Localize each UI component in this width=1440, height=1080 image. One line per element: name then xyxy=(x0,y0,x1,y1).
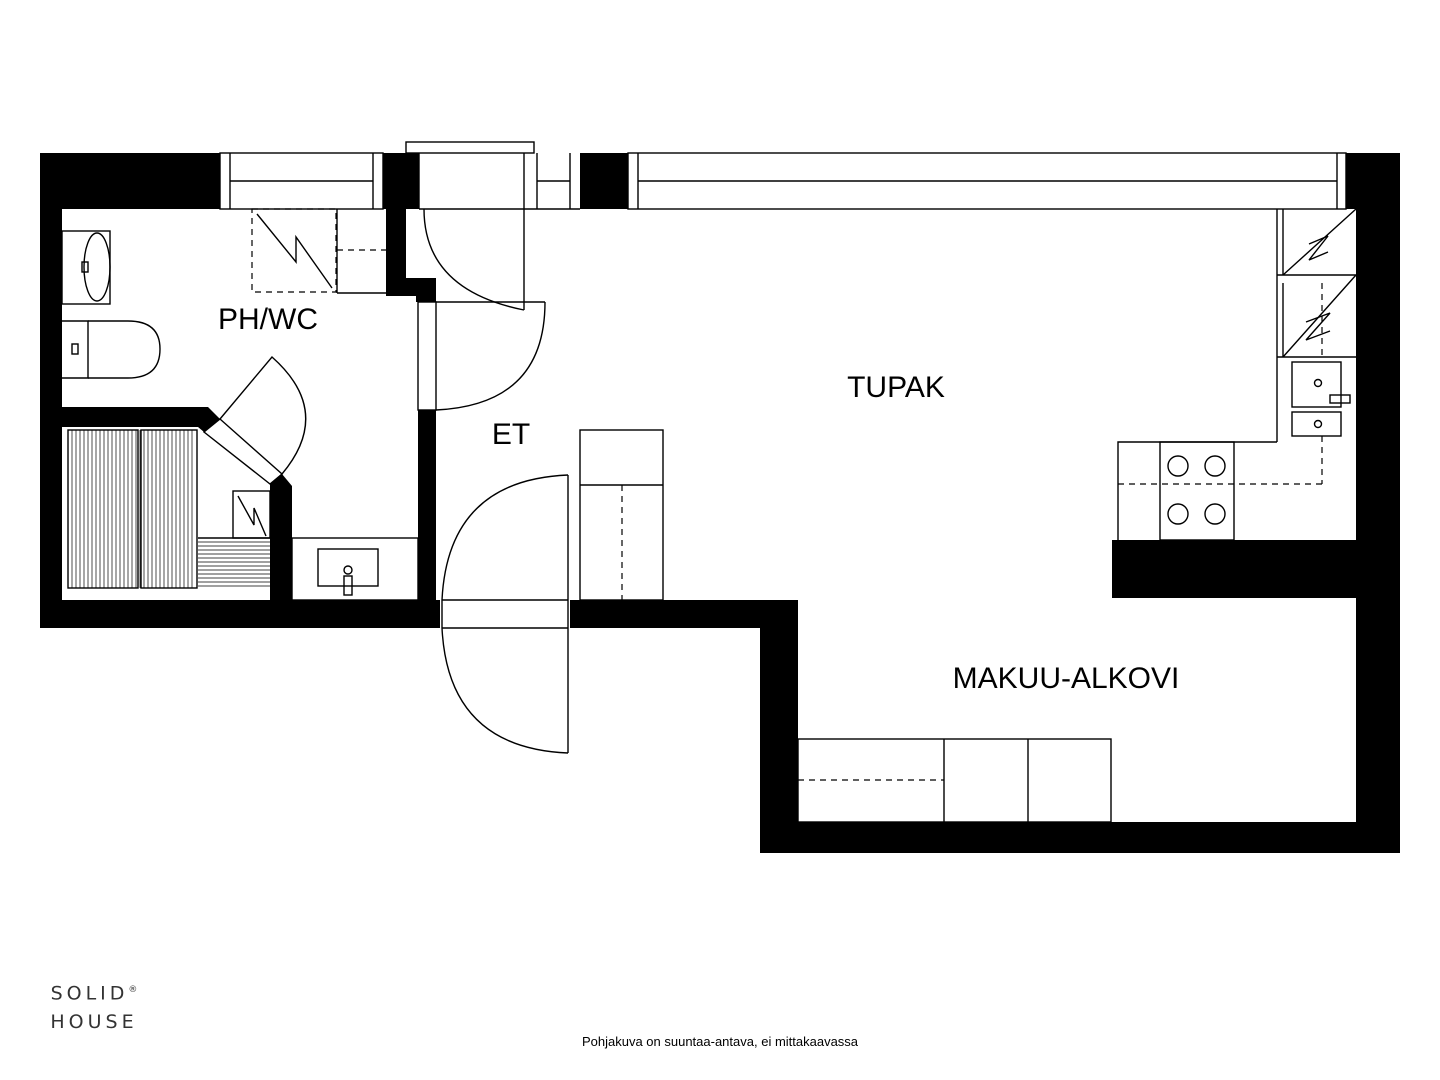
solid-house-logo: SOLID® HOUSE xyxy=(38,966,150,1046)
bath-fixtures xyxy=(61,208,419,601)
alcove-wardrobe xyxy=(797,738,1112,823)
logo-line-2: HOUSE xyxy=(50,1010,138,1033)
hall-wardrobe xyxy=(579,429,664,601)
windows xyxy=(219,141,1347,210)
room-label-living: TUPAK xyxy=(847,371,945,404)
disclaimer-caption: Pohjakuva on suuntaa-antava, ei mittakaa… xyxy=(581,1034,859,1049)
doors xyxy=(202,153,569,754)
sauna xyxy=(67,429,271,589)
room-label-alcove: MAKUU-ALKOVI xyxy=(953,662,1180,695)
logo-registered-mark: ® xyxy=(128,985,138,996)
kitchen xyxy=(1117,208,1357,541)
room-label-bath: PH/WC xyxy=(218,303,318,336)
logo-line-1: SOLID® xyxy=(51,976,138,1007)
room-label-hall: ET xyxy=(492,418,530,451)
walls xyxy=(40,153,1400,853)
logo-word-1: SOLID xyxy=(50,982,129,1005)
